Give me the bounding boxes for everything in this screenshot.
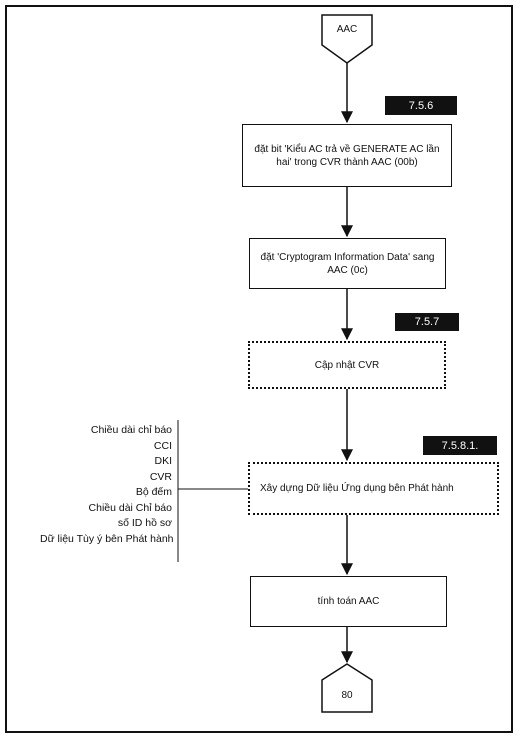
step-text: đặt 'Cryptogram Information Data' sang A… <box>260 251 435 276</box>
step-text: tính toán AAC <box>317 596 380 607</box>
step-tag: 7.5.6 <box>385 96 457 115</box>
input-item: CCI <box>153 439 172 452</box>
start-connector-label: AAC <box>336 24 358 35</box>
step-tag: 7.5.7 <box>395 313 459 331</box>
process-step-box: đặt bit 'Kiểu AC trả về GENERATE AC lần … <box>242 124 452 187</box>
input-list: Chiều dài chỉ báo CCI DKI CVR Bộ đếm Chi… <box>40 423 174 547</box>
input-item: CVR <box>149 470 172 483</box>
start-connector-shape <box>321 14 373 64</box>
input-item: Dữ liệu Tùy ý bên Phát hành <box>40 532 174 545</box>
step-text: Cập nhật CVR <box>314 359 380 371</box>
process-step-box: đặt 'Cryptogram Information Data' sang A… <box>249 238 446 289</box>
process-step-box: Xây dựng Dữ liệu Ứng dụng bên Phát hành <box>248 462 499 515</box>
input-item: Bộ đếm <box>135 486 172 498</box>
page-frame <box>5 5 513 733</box>
step-text: Xây dựng Dữ liệu Ứng dụng bên Phát hành <box>260 483 454 494</box>
step-tag: 7.5.8.1. <box>423 436 497 455</box>
input-item: Chiều dài Chỉ báo <box>88 501 172 514</box>
end-connector-shape <box>321 663 373 713</box>
input-item: số ID hồ sơ <box>117 517 172 529</box>
process-step-box: Cập nhật CVR <box>248 341 446 389</box>
end-connector-label: 80 <box>341 690 353 701</box>
step-text: đặt bit 'Kiểu AC trả về GENERATE AC lần … <box>254 143 440 168</box>
process-step-box: tính toán AAC <box>250 576 447 627</box>
input-item: Chiều dài chỉ báo <box>90 424 172 436</box>
input-item: DKI <box>154 455 172 467</box>
